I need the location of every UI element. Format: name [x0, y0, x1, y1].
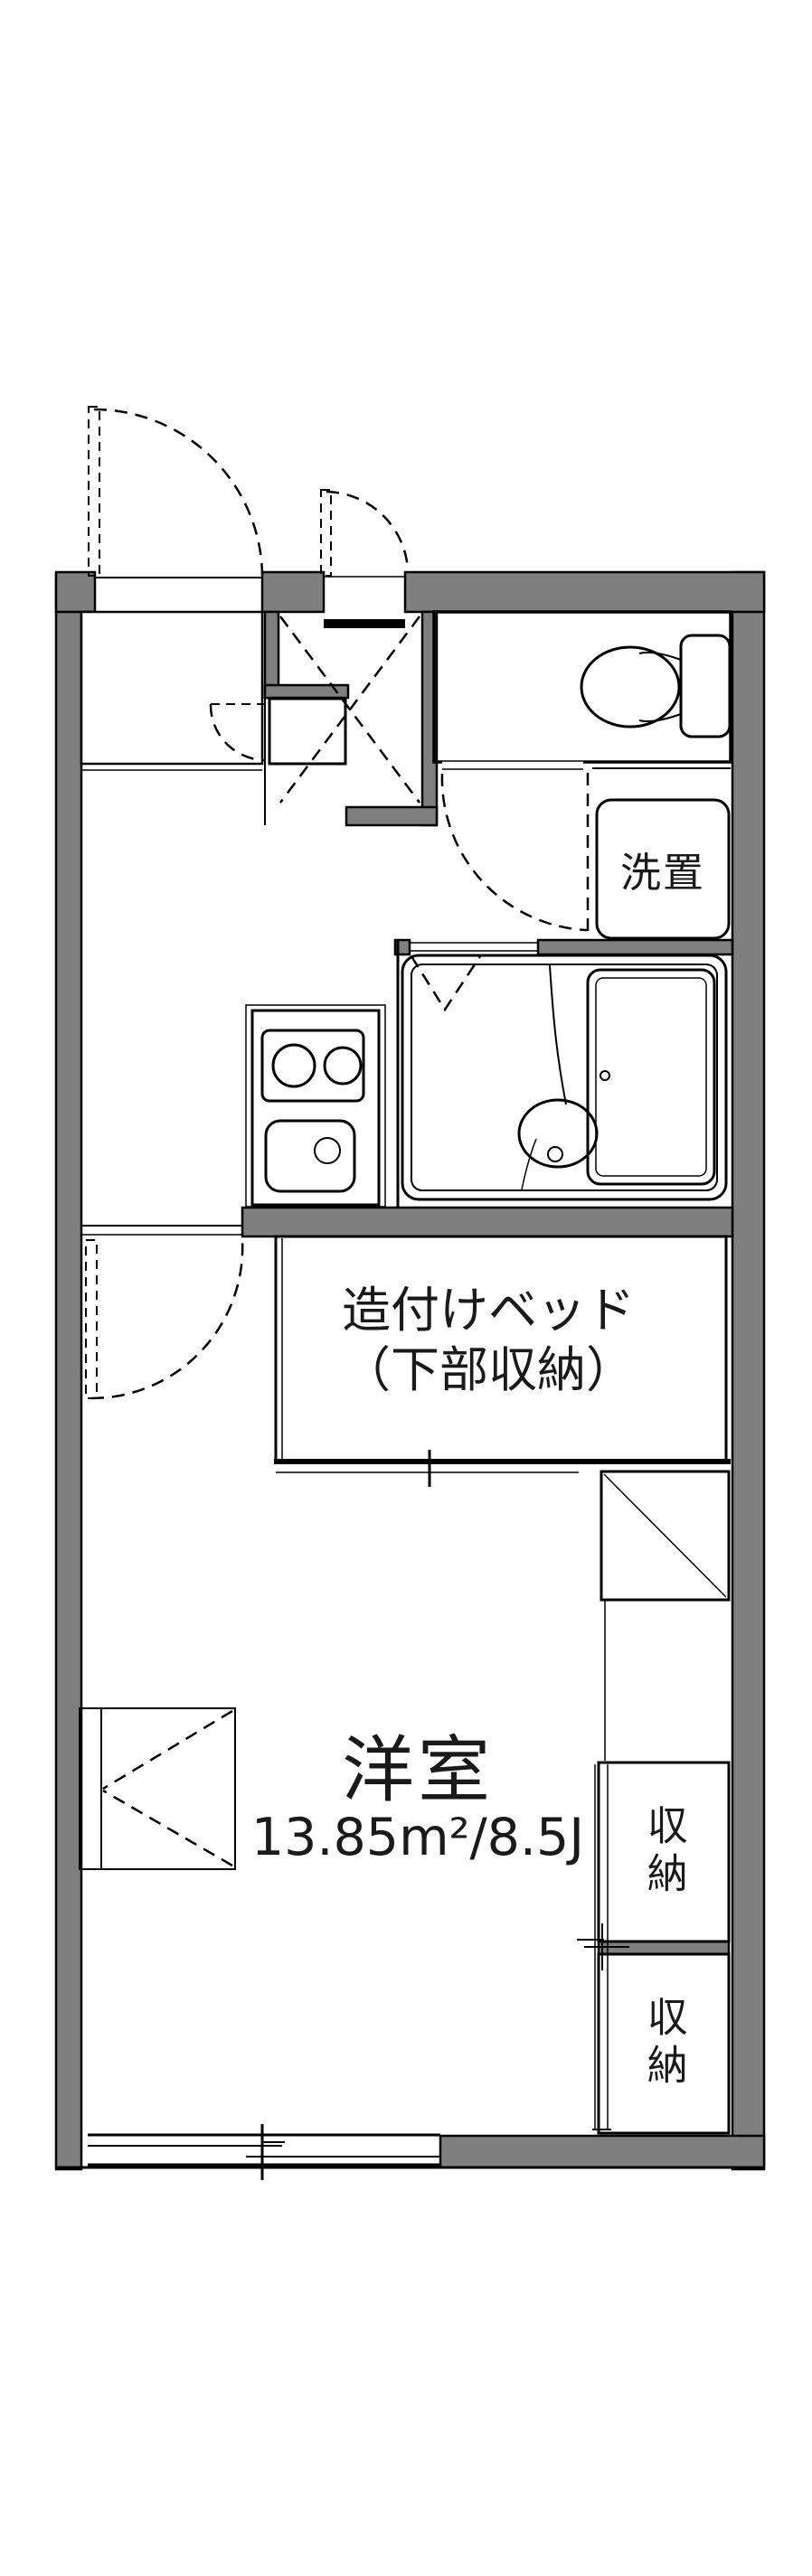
closet-lower-label: 収納	[639, 1996, 688, 2092]
upper-cabinet-square	[79, 1707, 236, 1870]
bathtub	[586, 968, 716, 1186]
wash-place	[517, 964, 599, 1190]
genkan-area	[279, 616, 421, 804]
closet-boxes	[577, 1761, 731, 2135]
kitchen-counter	[245, 1004, 386, 1208]
refrigerator-space	[600, 1470, 731, 1761]
built-in-bed-label: 造付けベッド （下部収納）	[262, 1264, 714, 1417]
sliding-window	[88, 2124, 440, 2180]
laundry-space	[592, 767, 731, 940]
entrance-door-arc	[88, 406, 410, 577]
toilet-fixture	[580, 634, 732, 738]
exterior-walls	[54, 570, 766, 2171]
bathroom	[401, 942, 728, 1201]
kitchen-stove-icon	[260, 1029, 365, 1103]
kitchen-sink-icon	[264, 1119, 356, 1193]
bed-label-line2: （下部収納）	[342, 1341, 635, 1398]
room-name-label: 洋室	[342, 1728, 494, 1812]
bath-door-fold-mark	[410, 955, 482, 1012]
closet-upper-label: 収納	[639, 1804, 688, 1900]
shoe-box	[209, 697, 347, 766]
toilet-room	[432, 610, 732, 774]
interior-walls	[241, 610, 734, 1956]
top-window-opening	[95, 576, 405, 628]
built-in-bed-box	[274, 1235, 731, 1487]
room-area-label: 13.85m²/8.5J	[250, 1808, 585, 1867]
toilet-door-arc	[440, 773, 590, 932]
room-door-arc	[81, 1225, 244, 1400]
bed-label-line1: 造付けベッド	[342, 1282, 635, 1340]
service-room	[80, 610, 264, 766]
laundry-space-label: 洗置	[619, 849, 705, 897]
closet-sliding-doors	[577, 1764, 629, 2130]
entrance-threshold	[324, 619, 405, 628]
